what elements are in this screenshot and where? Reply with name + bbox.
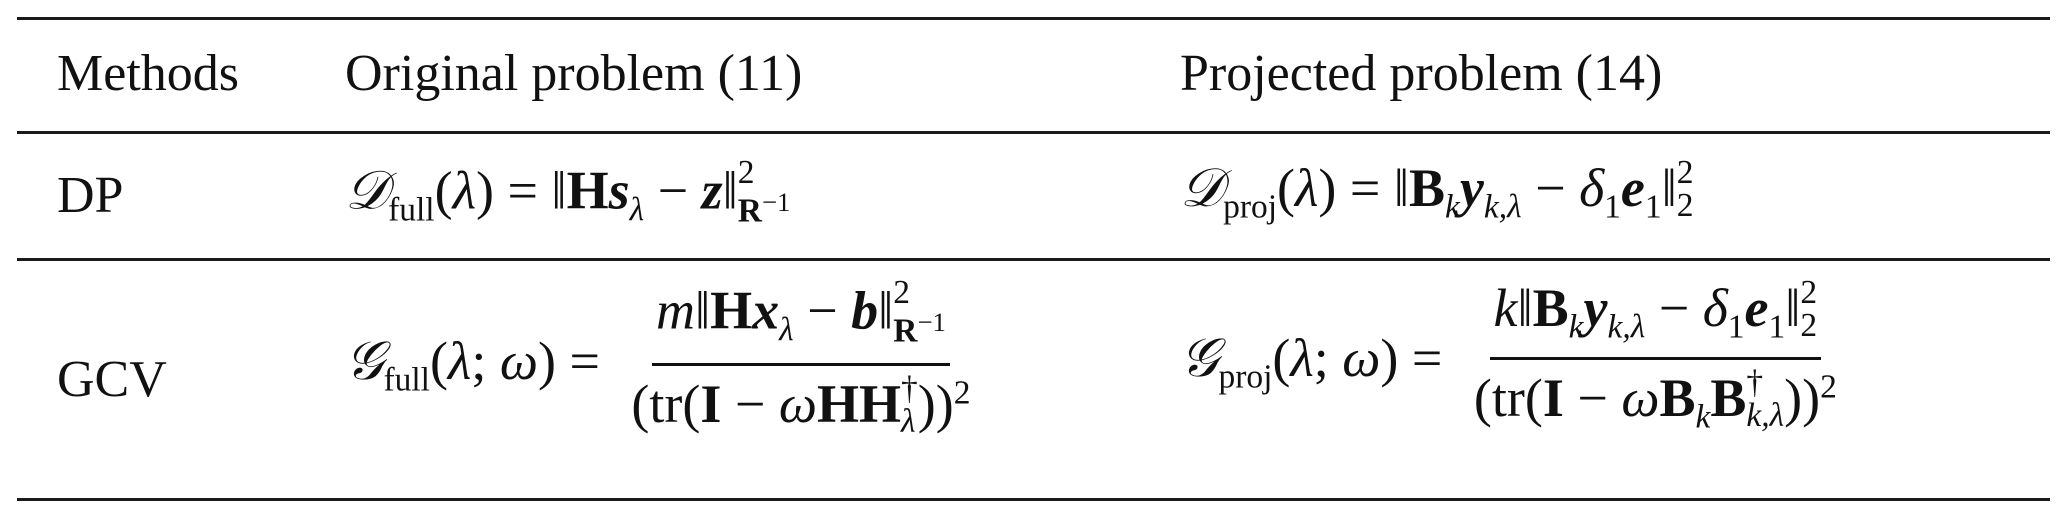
gcv-proj-denominator: (tr(I − ωBkB†k,λ))2 <box>1473 363 1837 436</box>
top-rule <box>17 17 2050 20</box>
header-projected-problem: Projected problem (14) <box>1180 45 1663 102</box>
row-separator-rule <box>17 258 2050 261</box>
bottom-rule <box>17 498 2050 501</box>
header-methods: Methods <box>57 45 239 102</box>
method-dp: DP <box>57 167 124 224</box>
gcv-full-denominator: (tr(I − ωHH†λ))2 <box>631 369 971 441</box>
header-rule <box>17 131 2050 134</box>
header-original-problem: Original problem (11) <box>345 45 803 102</box>
method-gcv: GCV <box>57 351 167 408</box>
